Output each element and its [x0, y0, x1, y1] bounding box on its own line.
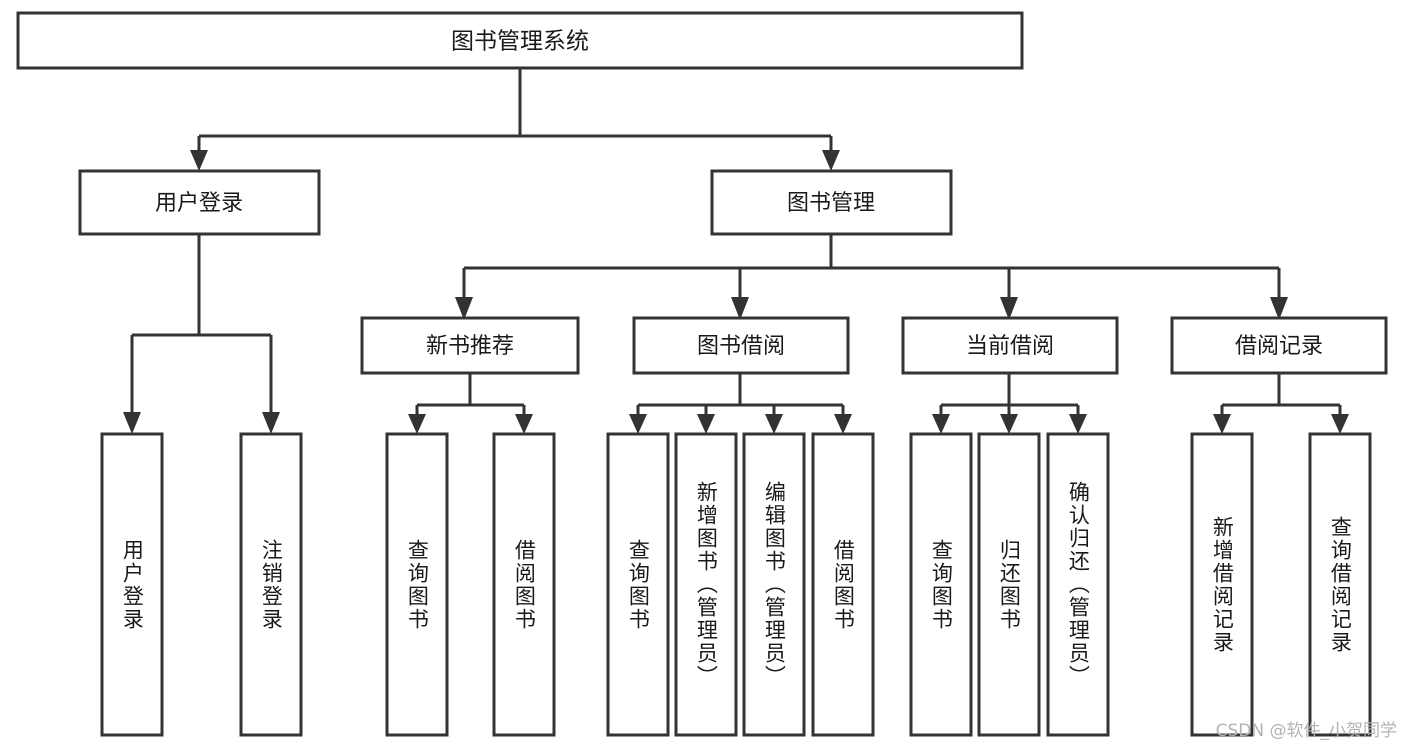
edges-root-to-level2 — [190, 68, 840, 171]
leaf-box-query-book-3[interactable] — [909, 432, 973, 737]
node-new-book-recommend-label: 新书推荐 — [426, 334, 514, 359]
node-borrow-record[interactable]: 借阅记录 — [1170, 316, 1388, 375]
node-borrow-record-box[interactable] — [1170, 316, 1388, 375]
leaf-boxes-borrow-record — [1190, 432, 1372, 737]
node-book-management-box[interactable] — [710, 169, 953, 236]
node-book-borrow-label: 图书借阅 — [697, 334, 785, 359]
leaf-boxes-current-borrow — [909, 432, 1110, 737]
leaf-box-logout[interactable] — [239, 432, 303, 737]
node-borrow-record-label: 借阅记录 — [1235, 334, 1323, 359]
arrow-head-icon — [697, 414, 715, 434]
node-book-borrow-box[interactable] — [632, 316, 850, 375]
edges-newbook-to-leaves — [408, 373, 533, 434]
node-new-book-recommend-box[interactable] — [360, 316, 580, 375]
arrow-head-icon — [190, 150, 208, 171]
leaf-boxes-user-login — [100, 432, 303, 737]
arrow-head-icon — [932, 414, 950, 434]
arrow-head-icon — [629, 414, 647, 434]
arrow-head-icon — [1331, 414, 1349, 434]
arrow-head-icon — [408, 414, 426, 434]
leaf-boxes-book-borrow — [606, 432, 875, 737]
arrow-head-icon — [515, 414, 533, 434]
leaf-box-user-login[interactable] — [100, 432, 164, 737]
arrow-head-icon — [1069, 414, 1087, 434]
arrow-head-icon — [822, 150, 840, 171]
arrow-head-icon — [731, 297, 749, 320]
leaf-box-return-book[interactable] — [977, 432, 1041, 737]
arrow-head-icon — [834, 414, 852, 434]
arrow-head-icon — [1000, 297, 1018, 320]
node-book-management-label: 图书管理 — [787, 191, 875, 216]
node-book-management[interactable]: 图书管理 — [710, 169, 953, 236]
arrow-head-icon — [1213, 414, 1231, 434]
node-book-borrow[interactable]: 图书借阅 — [632, 316, 850, 375]
arrow-head-icon — [455, 297, 473, 320]
leaf-box-add-borrow-record[interactable] — [1190, 432, 1254, 737]
node-current-borrow-label: 当前借阅 — [966, 334, 1054, 359]
leaf-box-query-borrow-record[interactable] — [1308, 432, 1372, 737]
node-user-login-label: 用户登录 — [155, 191, 243, 216]
leaf-box-query-book-1[interactable] — [385, 432, 449, 737]
node-root-box[interactable] — [16, 11, 1024, 70]
node-root-label: 图书管理系统 — [451, 29, 589, 55]
node-user-login[interactable]: 用户登录 — [78, 169, 321, 236]
arrow-head-icon — [1000, 414, 1018, 434]
node-root[interactable]: 图书管理系统 — [16, 11, 1024, 70]
watermark: CSDN @软件_小贺同学 — [1215, 721, 1397, 741]
arrow-head-icon — [1270, 297, 1288, 320]
node-new-book-recommend[interactable]: 新书推荐 — [360, 316, 580, 375]
leaf-box-add-book-admin[interactable] — [674, 432, 738, 737]
arrow-head-icon — [123, 412, 141, 434]
leaf-box-borrow-book-1[interactable] — [492, 432, 556, 737]
arrow-head-icon — [262, 412, 280, 434]
node-current-borrow-box[interactable] — [901, 316, 1119, 375]
leaf-box-borrow-book-2[interactable] — [811, 432, 875, 737]
edges-currentborrow-to-leaves — [932, 373, 1087, 434]
leaf-box-query-book-2[interactable] — [606, 432, 670, 737]
edges-userlogin-to-leaves — [123, 234, 280, 434]
edges-bookmgmt-to-level3 — [455, 234, 1288, 320]
node-user-login-box[interactable] — [78, 169, 321, 236]
node-current-borrow[interactable]: 当前借阅 — [901, 316, 1119, 375]
leaf-box-confirm-return-admin[interactable] — [1046, 432, 1110, 737]
edges-bookborrow-to-leaves — [629, 373, 852, 434]
leaf-box-edit-book-admin[interactable] — [742, 432, 806, 737]
edges-borrowrecord-to-leaves — [1213, 373, 1349, 434]
leaf-boxes-new-book — [385, 432, 556, 737]
arrow-head-icon — [765, 414, 783, 434]
